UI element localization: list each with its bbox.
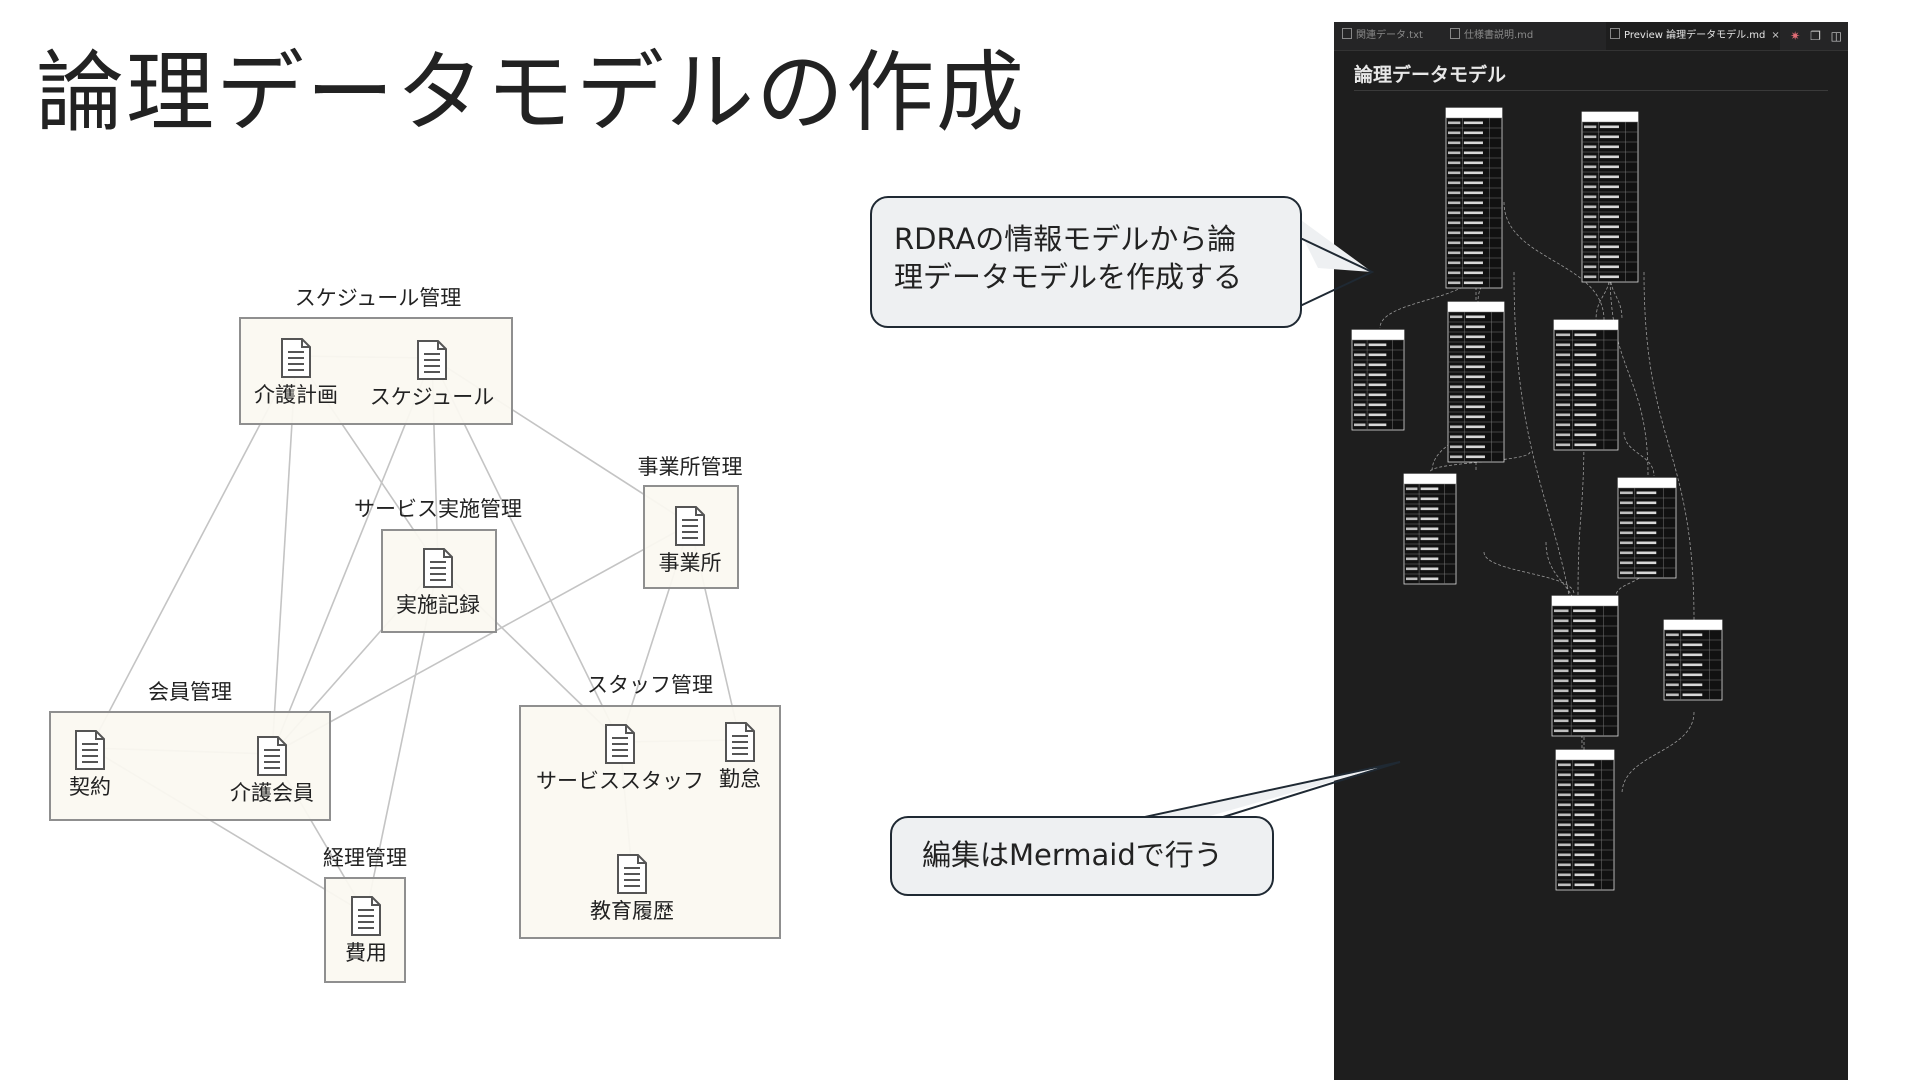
callout-top-tail [1295,235,1375,307]
erd-relation-line [1623,431,1655,477]
bug-icon[interactable]: ✷ [1790,29,1801,43]
entity-label: 事業所 [659,551,722,575]
document-icon [281,338,311,378]
callout-top-line-2: 理データモデルを作成する [894,260,1243,294]
group-label: 経理管理 [323,846,407,870]
erd-relation-line [1621,711,1695,795]
document-icon [257,736,287,776]
file-icon [1450,28,1460,39]
erd-table [1447,301,1505,463]
document-icon [417,340,447,380]
panel-actions: ✷ ❐ ◫ [1784,22,1842,50]
callout-bottom: 編集はMermaidで行う [890,816,1274,896]
entity-label: 介護会員 [230,781,314,805]
erd-relation-line [1577,431,1585,597]
group-label: 事業所管理 [638,455,743,479]
document-icon [423,548,453,588]
entity-label: サービススタッフ [536,769,704,793]
mermaid-preview-panel: 関連データ.txt 仕様書説明.md Preview 論理データモデル.md× … [1334,22,1848,1080]
relation-line [271,523,691,755]
heading-divider [1354,90,1828,91]
document-icon [725,722,755,762]
callout-top-line-1: RDRAの情報モデルから論 [894,222,1237,256]
document-icon [75,730,105,770]
erd-table [1553,319,1619,451]
erd-relation-line [1643,271,1695,621]
entity-label: 契約 [69,775,111,799]
erd-table [1555,749,1615,891]
callout-bottom-tail [1139,761,1401,819]
editor-tab-bar: 関連データ.txt 仕様書説明.md Preview 論理データモデル.md× … [1334,22,1848,51]
close-icon[interactable]: × [1771,30,1780,41]
preview-icon [1610,28,1620,39]
entity-label: 教育履歴 [590,899,674,923]
split-icon[interactable]: ◫ [1830,29,1842,43]
tab-preview[interactable]: Preview 論理データモデル.md× [1606,22,1780,50]
entity-label: 勤怠 [719,767,761,791]
callout-top-tail-fill [1290,212,1372,272]
erd-table [1351,329,1405,431]
erd-tables [1351,107,1723,891]
erd-table [1403,473,1457,585]
erd-table [1445,107,1503,289]
group-label: サービス実施管理 [354,497,522,521]
tab-spec[interactable]: 仕様書説明.md [1450,22,1600,50]
callout-top: RDRAの情報モデルから論 理データモデルを作成する [870,196,1302,328]
slide-title: 論理データモデルの作成 [36,41,1027,144]
erd-diagram [1351,107,1723,891]
erd-table [1551,595,1619,737]
copy-icon[interactable]: ❐ [1810,29,1821,43]
erd-table [1581,111,1639,283]
document-icon [675,506,705,546]
erd-relation-line [1379,271,1475,329]
group-label: 会員管理 [148,680,232,704]
erd-relation-line [1483,551,1575,595]
group-label: スタッフ管理 [587,673,713,697]
document-icon [605,724,635,764]
callout-bottom-text: 編集はMermaidで行う [922,838,1223,872]
entity-nodes: 介護計画 スケジュール事業所実施記録契約 介護会員 サービススタッフ勤怠教育履歴費用 [69,338,761,965]
preview-heading: 論理データモデル [1354,64,1507,86]
erd-table [1663,619,1723,701]
file-icon [1342,28,1352,39]
erd-relation-line [1503,201,1605,321]
group-label: スケジュール管理 [295,286,462,310]
document-icon [617,854,647,894]
entity-label: 実施記録 [396,593,480,617]
entity-label: 費用 [345,941,387,965]
erd-relation-line [1431,409,1477,473]
entity-label: スケジュール [370,385,495,409]
document-icon [351,896,381,936]
entity-label: 介護計画 [254,383,338,407]
erd-table [1617,477,1677,579]
tab-related-data[interactable]: 関連データ.txt [1342,22,1442,50]
